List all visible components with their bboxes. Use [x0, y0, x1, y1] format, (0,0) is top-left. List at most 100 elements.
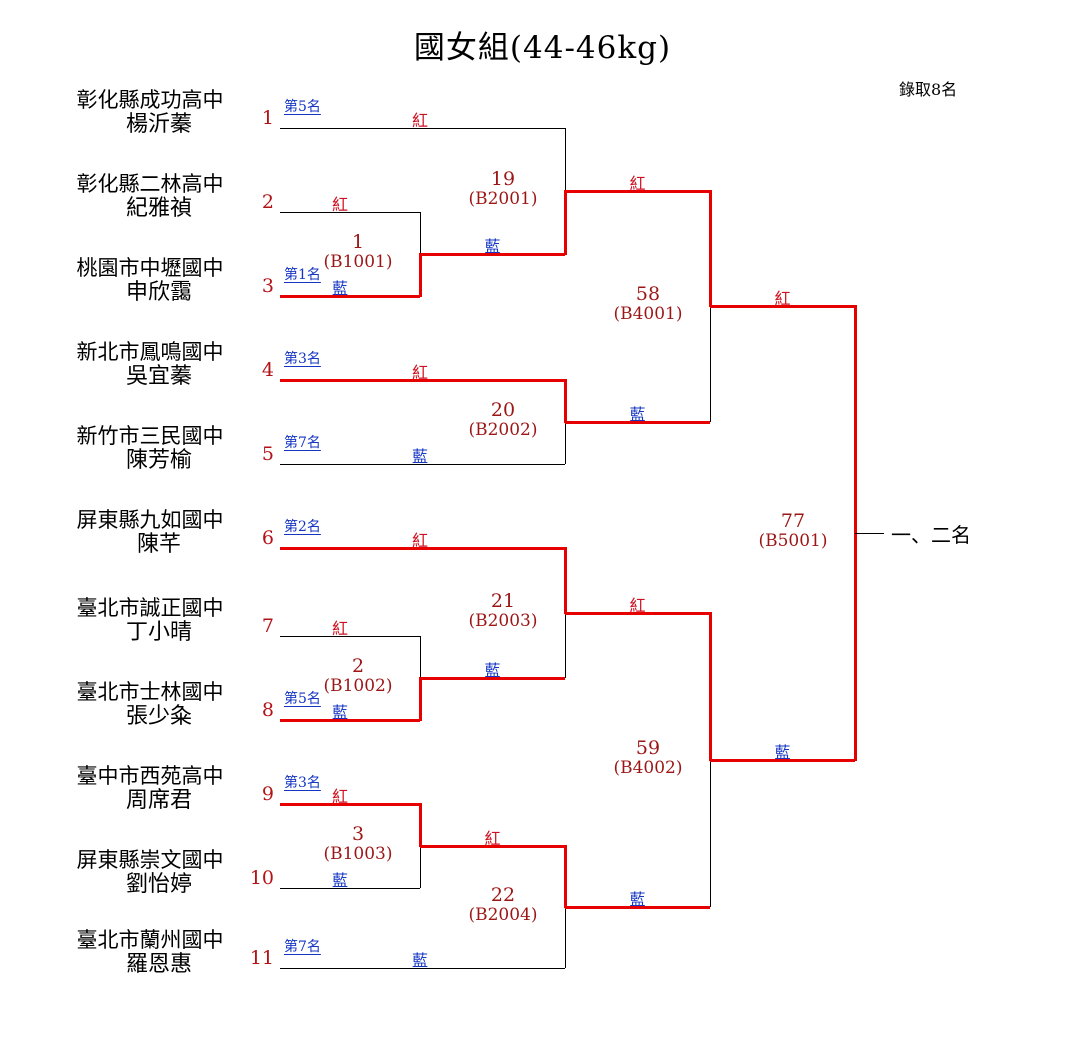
corner-label: 紅: [331, 195, 348, 214]
match-number: 1: [351, 231, 365, 253]
bracket-vertical-line: [565, 907, 566, 968]
competitor-entry: 屏東縣九如國中陳芊: [38, 508, 262, 557]
bracket-vertical-line: [419, 677, 422, 721]
competitor-name: 申欣靄: [125, 280, 192, 305]
competitor-line: [280, 719, 420, 722]
competitor-name: 羅恩惠: [125, 952, 192, 977]
placement-label: 第5名: [284, 99, 321, 115]
match-out-line: [420, 677, 565, 680]
bracket-vertical-line: [564, 845, 567, 908]
corner-label: 藍: [411, 951, 428, 970]
competitor-name: 周席君: [125, 788, 192, 813]
competitor-school: 彰化縣成功高中: [76, 88, 224, 112]
competitor-line: [280, 547, 565, 550]
competitor-school: 臺北市士林國中: [76, 680, 224, 704]
bracket-vertical-line: [565, 422, 566, 464]
competitor-entry: 桃園市中壢國中申欣靄: [38, 256, 262, 305]
match-number: 20: [490, 399, 516, 421]
competitor-line: [280, 379, 565, 382]
quota-note: 錄取8名: [899, 80, 958, 99]
match-number: 22: [490, 884, 516, 906]
seed-number: 7: [261, 615, 274, 637]
match-code: (B2003): [468, 611, 538, 631]
competitor-school: 彰化縣二林高中: [76, 172, 224, 196]
match-label: 58(B4001): [586, 284, 710, 324]
corner-label: 紅: [331, 619, 348, 638]
match-label: 77(B5001): [731, 511, 855, 551]
seed-number: 10: [249, 867, 274, 889]
match-number: 59: [635, 737, 661, 759]
corner-label: 紅: [484, 829, 501, 848]
bracket-vertical-line: [420, 212, 421, 254]
match-label: 19(B2001): [441, 169, 565, 209]
match-number: 77: [780, 510, 806, 532]
competitor-school: 屏東縣九如國中: [76, 508, 224, 532]
bracket-vertical-line: [709, 612, 712, 761]
bracket-vertical-line: [420, 636, 421, 678]
competitor-school: 新北市鳳鳴國中: [76, 340, 224, 364]
corner-label: 藍: [629, 405, 646, 424]
placement-label: 第3名: [284, 775, 321, 791]
competitor-line: [280, 636, 420, 637]
competitor-name: 吳宜蓁: [125, 364, 192, 389]
competitor-entry: 臺北市蘭州國中羅恩惠: [38, 928, 262, 977]
page-title: 國女組(44-46kg): [413, 30, 672, 66]
match-out-line: [420, 845, 565, 848]
corner-label: 藍: [331, 703, 348, 722]
match-code: (B1003): [323, 844, 393, 864]
bracket-vertical-line: [419, 803, 422, 847]
competitor-entry: 新北市鳳鳴國中吳宜蓁: [38, 340, 262, 389]
placement-label: 第7名: [284, 435, 321, 451]
corner-label: 紅: [774, 289, 791, 308]
match-number: 58: [635, 283, 661, 305]
corner-label: 紅: [629, 174, 646, 193]
corner-label: 藍: [484, 661, 501, 680]
match-label: 21(B2003): [441, 591, 565, 631]
corner-label: 紅: [411, 531, 428, 550]
match-number: 19: [490, 168, 516, 190]
seed-number: 5: [261, 443, 274, 465]
placement-label: 第7名: [284, 939, 321, 955]
competitor-line: [280, 464, 565, 465]
seed-number: 4: [261, 359, 274, 381]
competitor-entry: 臺中市西苑高中周席君: [38, 764, 262, 813]
placement-label: 第5名: [284, 691, 321, 707]
match-code: (B2002): [468, 420, 538, 440]
match-label: 3(B1003): [296, 824, 420, 864]
bracket-vertical-line: [709, 190, 712, 307]
corner-label: 藍: [411, 447, 428, 466]
match-label: 1(B1001): [296, 232, 420, 272]
competitor-entry: 彰化縣二林高中紀雅禎: [38, 172, 262, 221]
bracket-vertical-line: [420, 846, 421, 888]
competitor-entry: 臺北市誠正國中丁小晴: [38, 596, 262, 645]
competitor-name: 劉怡婷: [125, 872, 192, 897]
match-label: 2(B1002): [296, 656, 420, 696]
competitor-line: [280, 968, 565, 969]
seed-number: 3: [261, 275, 274, 297]
match-out-line: [565, 906, 710, 909]
seed-number: 6: [261, 527, 274, 549]
match-label: 22(B2004): [441, 885, 565, 925]
corner-label: 藍: [331, 279, 348, 298]
placement-label: 第3名: [284, 351, 321, 367]
competitor-entry: 臺北市士林國中張少粂: [38, 680, 262, 729]
corner-label: 紅: [331, 787, 348, 806]
placement-label: 第1名: [284, 267, 321, 283]
match-code: (B2004): [468, 905, 538, 925]
final-placement-label: 一、二名: [891, 523, 971, 547]
seed-number: 9: [261, 783, 274, 805]
competitor-name: 陳芳榆: [125, 448, 192, 473]
match-label: 20(B2002): [441, 400, 565, 440]
match-out-line: [710, 759, 855, 762]
corner-label: 藍: [774, 743, 791, 762]
seed-number: 1: [261, 107, 274, 129]
match-code: (B5001): [758, 531, 828, 551]
corner-label: 紅: [629, 596, 646, 615]
competitor-school: 桃園市中壢國中: [76, 256, 224, 280]
corner-label: 藍: [331, 871, 348, 890]
match-out-line: [710, 305, 855, 308]
competitor-school: 臺北市蘭州國中: [76, 928, 224, 952]
competitor-school: 新竹市三民國中: [76, 424, 224, 448]
match-number: 2: [351, 655, 365, 677]
competitor-line: [280, 803, 420, 806]
